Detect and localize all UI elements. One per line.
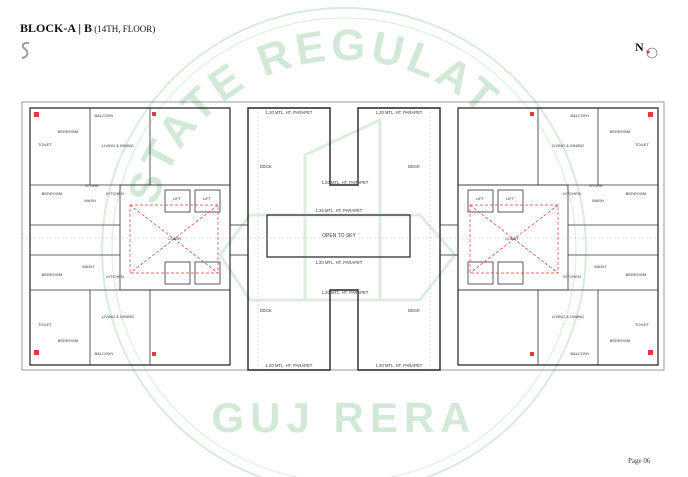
room-kitchen-tr: KITCHEN — [563, 191, 581, 196]
deck-label-left-top: DECK — [260, 164, 272, 169]
room-living-tl: LIVING & DINING — [102, 143, 134, 148]
parapet-label-d: 1.20 MTL. HT. PARAPET — [322, 290, 369, 295]
room-wash-tl: WASH — [84, 198, 96, 203]
room-kitchen-tl: KITCHEN — [106, 191, 124, 196]
room-bedroom-mr: BEDROOM — [626, 191, 647, 196]
north-arrow: N — [635, 40, 665, 60]
block-a-label: BLOCK-A — [20, 21, 76, 35]
room-kitchen-br: KITCHEN — [563, 274, 581, 279]
room-balcony-tr: BALCONY — [570, 113, 589, 118]
room-lift-r2: LIFT — [506, 196, 515, 201]
deck-label-right-bottom: DECK — [408, 308, 420, 313]
room-lift-l1: LIFT — [173, 196, 182, 201]
title-separator: | — [75, 21, 84, 35]
deck-label-left-bottom: DECK — [260, 308, 272, 313]
parapet-label-mid: 1.20 MTL. HT. PARAPET — [316, 260, 363, 265]
room-balcony-bl: BALCONY — [94, 351, 113, 356]
parapet-label-a: 1.20 MTL. HT. PARAPET — [266, 110, 313, 115]
room-wash-br: WASH — [594, 264, 606, 269]
room-lift-l2: LIFT — [203, 196, 212, 201]
page-number: Page 06 — [628, 457, 651, 465]
room-kitchen-bl: KITCHEN — [106, 274, 124, 279]
open-to-sky-label: OPEN TO SKY — [322, 233, 356, 239]
room-balcony-tl: BALCONY — [94, 113, 113, 118]
parapet-label-c: 1.20 MTL. HT. PARAPET — [322, 180, 369, 185]
room-wash-bl: WASH — [82, 264, 94, 269]
room-toilet-br: TOILET — [635, 322, 649, 327]
room-toilet-bl: TOILET — [38, 322, 52, 327]
parapet-label-e: 1.20 MTL. HT. PARAPET — [266, 363, 313, 368]
room-bedroom-br: BEDROOM — [626, 272, 647, 277]
parapet-label-top: 1.20 MTL. HT. PARAPET — [316, 208, 363, 213]
room-balcony-br: BALCONY — [570, 351, 589, 356]
room-store-r: STORE — [589, 183, 603, 188]
room-bedroom-ml: BEDROOM — [42, 191, 63, 196]
room-bedroom-tr: BEDROOM — [610, 129, 631, 134]
deck-label-right-top: DECK — [408, 164, 420, 169]
room-wash-tr: WASH — [592, 198, 604, 203]
room-living-tr: LIVING & DINING — [552, 143, 584, 148]
room-lobby-r: LOBBY — [505, 236, 519, 241]
room-toilet-tl: TOILET — [38, 142, 52, 147]
north-label: N — [635, 40, 644, 54]
company-logo-icon — [21, 41, 30, 59]
parapet-label-f: 1.20 MTL. HT. PARAPET — [376, 363, 423, 368]
room-living-bl: LIVING & DINING — [102, 314, 134, 319]
room-toilet-tr: TOILET — [635, 142, 649, 147]
room-bedroom-bl: BEDROOM — [42, 272, 63, 277]
parapet-label-b: 1.20 MTL. HT. PARAPET — [376, 110, 423, 115]
room-lift-r1: LIFT — [476, 196, 485, 201]
compass-icon — [646, 47, 658, 59]
room-lobby-l: LOBBY — [168, 236, 182, 241]
room-bedroom-bl2: BEDROOM — [58, 338, 79, 343]
room-store-l: STORE — [85, 183, 99, 188]
room-bedroom-tl: BEDROOM — [58, 129, 79, 134]
block-b-label: B — [84, 21, 93, 35]
room-bedroom-br2: BEDROOM — [610, 338, 631, 343]
room-living-br: LIVING & DINING — [552, 314, 584, 319]
